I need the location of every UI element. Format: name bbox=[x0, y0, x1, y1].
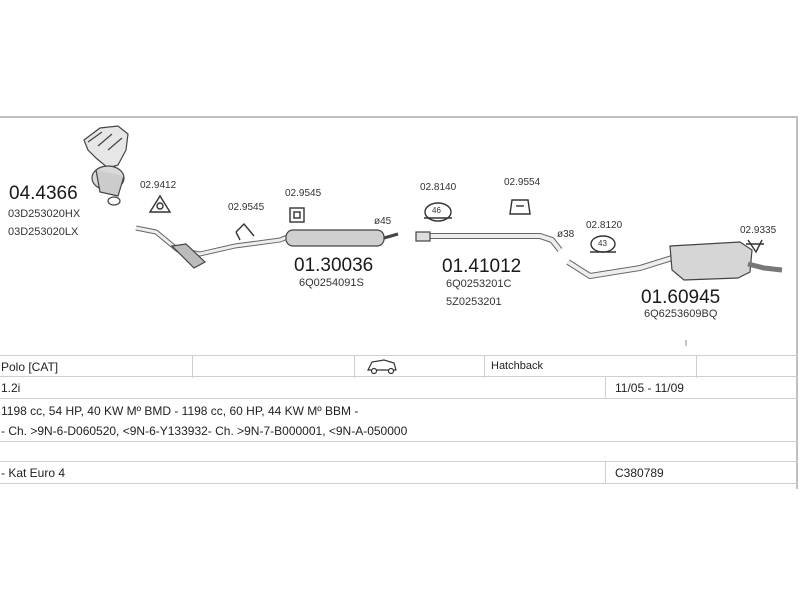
diameter-front-label: ø45 bbox=[374, 216, 392, 227]
clamp-1-drawing bbox=[235, 222, 255, 241]
gasket-1-drawing bbox=[148, 194, 172, 213]
vehicle-model: Polo [CAT] bbox=[1, 360, 59, 374]
diagram-frame bbox=[0, 116, 798, 489]
hanger-3-drawing bbox=[746, 239, 764, 254]
rear-silencer-drawing bbox=[566, 241, 783, 281]
hanger-3-label: 02.9335 bbox=[740, 225, 777, 236]
gasket-1-label: 02.9412 bbox=[140, 180, 177, 191]
vehicle-engine: 1.2i bbox=[1, 381, 21, 395]
info-row-blank bbox=[0, 442, 798, 462]
front-pipe-oem-1: 6Q0254091S bbox=[299, 277, 364, 289]
vehicle-body: Hatchback bbox=[491, 360, 543, 372]
front-pipe-drawing bbox=[135, 225, 399, 269]
catalyst-manifold-drawing bbox=[83, 125, 129, 206]
hanger-1-drawing bbox=[509, 199, 531, 215]
front-pipe-part-number: 01.30036 bbox=[294, 255, 374, 276]
info-row-model: Polo [CAT] Hatchback bbox=[0, 355, 798, 378]
vehicle-code: C380789 bbox=[615, 466, 664, 480]
clamp-2-label: 02.9545 bbox=[285, 188, 322, 199]
middle-pipe-oem-1: 6Q0253201C bbox=[446, 278, 512, 290]
rear-silencer-part-number: 01.60945 bbox=[641, 287, 721, 308]
middle-pipe-oem-2: 5Z0253201 bbox=[446, 296, 502, 308]
rear-silencer-oem-1: 6Q6253609BQ bbox=[644, 308, 718, 320]
hanger-1-label: 02.9554 bbox=[504, 177, 541, 188]
info-row-engine: 1.2i 11/05 - 11/09 bbox=[0, 377, 798, 399]
gasket-2-label: 02.8140 bbox=[420, 182, 457, 193]
middle-pipe-drawing bbox=[415, 231, 563, 252]
middle-pipe-part-number: 01.41012 bbox=[442, 256, 522, 277]
vehicle-years: 11/05 - 11/09 bbox=[615, 381, 684, 395]
car-hatchback-icon bbox=[367, 359, 397, 375]
info-row-chassis: - Ch. >9N-6-D060520, <9N-6-Y133932- Ch. … bbox=[0, 420, 798, 442]
vehicle-notes: - Kat Euro 4 bbox=[1, 466, 66, 480]
diameter-middle-label: ø38 bbox=[557, 229, 575, 240]
clamp-1-label: 02.9545 bbox=[228, 202, 265, 213]
hanger-2-drawing bbox=[590, 235, 616, 253]
hanger-2-badge: 43 bbox=[598, 239, 607, 248]
clamp-2-drawing bbox=[289, 207, 305, 223]
gasket-2-drawing bbox=[424, 202, 452, 222]
catalyst-oem-1: 03D253020HX bbox=[8, 208, 81, 220]
info-row-engine-details: 1198 cc, 54 HP, 40 KW Mº BMD - 1198 cc, … bbox=[0, 401, 798, 420]
vehicle-engine-details: 1198 cc, 54 HP, 40 KW Mº BMD - 1198 cc, … bbox=[1, 404, 359, 418]
info-row-notes: - Kat Euro 4 C380789 bbox=[0, 462, 798, 484]
hanger-2-label: 02.8120 bbox=[586, 220, 623, 231]
vehicle-chassis: - Ch. >9N-6-D060520, <9N-6-Y133932- Ch. … bbox=[1, 424, 408, 438]
catalyst-oem-2: 03D253020LX bbox=[8, 226, 79, 238]
catalyst-part-number: 04.4366 bbox=[9, 183, 78, 204]
gasket-2-badge: 46 bbox=[432, 206, 441, 215]
